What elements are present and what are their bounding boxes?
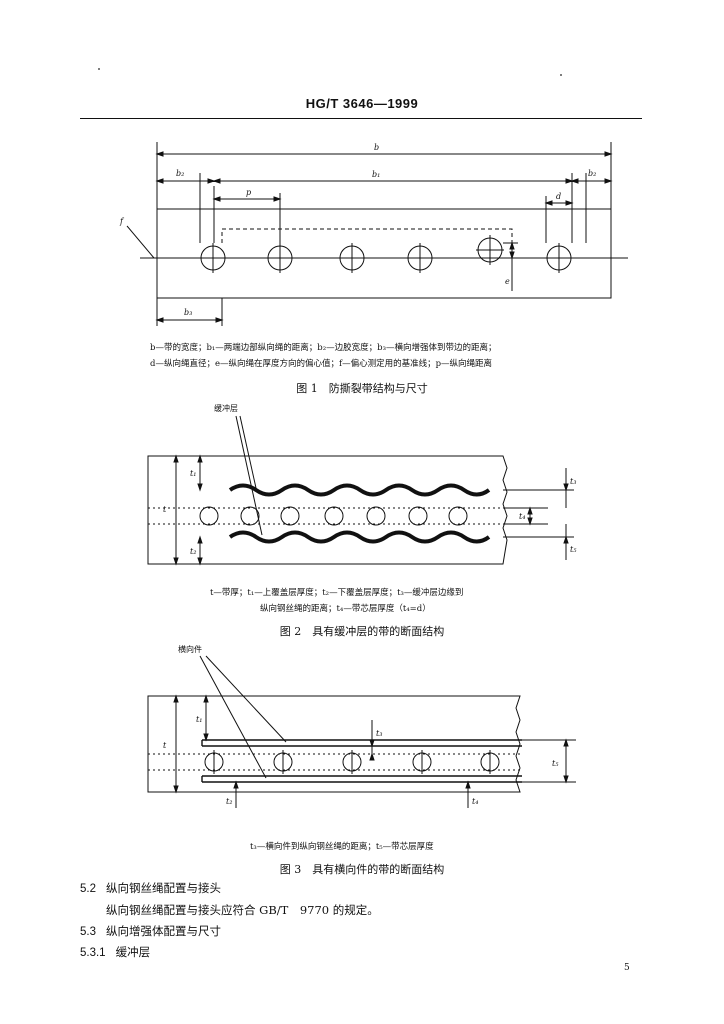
steel-cord — [324, 506, 344, 526]
label-b: b — [374, 143, 379, 152]
label-e: e — [505, 277, 510, 286]
figure-3-diagram: 横向件 t t₁ t₂ t₃ t₄ t₅ — [147, 644, 576, 808]
steel-cord — [280, 506, 300, 526]
label-t3: t₃ — [570, 477, 576, 486]
belt-section-outline — [147, 695, 521, 793]
lower-transverse-member — [201, 775, 522, 783]
document-header: HG/T 3646—1999 — [305, 96, 419, 111]
page-number: 5 — [624, 963, 630, 973]
arrow — [155, 151, 613, 157]
label-b1: b₁ — [372, 170, 380, 179]
figure-2-diagram: 缓冲层 t t₁ t₂ t₃ t₄ t₅ — [147, 403, 577, 566]
lower-buffer-layer — [228, 530, 491, 544]
arrow — [509, 241, 515, 260]
upper-buffer-layer — [228, 483, 491, 497]
arrow — [155, 317, 224, 323]
label-b3: b₃ — [184, 308, 192, 317]
label-t3: t₃ — [376, 729, 382, 738]
figure-1-caption: 图 1 防撕裂带结构与尺寸 — [296, 382, 428, 395]
label-t5: t₅ — [570, 545, 577, 554]
callout-buffer-layer: 缓冲层 — [214, 403, 238, 413]
label-t5: t₅ — [552, 759, 559, 768]
label-t: t — [163, 505, 167, 514]
scan-speck — [98, 68, 100, 70]
scan-speck — [560, 74, 562, 76]
label-b2-right: b₂ — [588, 169, 596, 178]
callout-leader — [235, 415, 263, 536]
figure-3-caption: 图 3 具有横向件的带的断面结构 — [279, 863, 445, 876]
label-t2: t₂ — [190, 547, 196, 556]
label-t4: t₄ — [519, 512, 525, 521]
steel-cord — [199, 506, 219, 526]
figure-2-legend-line-1: t—带厚；t₁—上覆盖层厚度；t₂—下覆盖层厚度；t₃—缓冲层边缘到 — [210, 588, 464, 598]
label-t: t — [163, 741, 167, 750]
arrow — [155, 178, 613, 184]
steel-cord — [408, 506, 428, 526]
figure-3-legend-line-1: t₃—横向件到纵向钢丝绳的距离；t₅—带芯层厚度 — [250, 842, 434, 852]
upper-transverse-member — [201, 739, 522, 747]
belt-section-outline — [147, 455, 508, 565]
figure-2-caption: 图 2 具有缓冲层的带的断面结构 — [279, 625, 445, 638]
arrow — [544, 200, 574, 206]
label-f: f — [119, 217, 125, 226]
steel-cord — [366, 506, 386, 526]
section-5-2-body: 纵向钢丝绳配置与接头应符合 GB/T 9770 的规定。 — [106, 903, 379, 917]
callout-transverse-member: 横向件 — [178, 644, 202, 654]
label-t2: t₂ — [226, 797, 232, 806]
steel-cord — [240, 506, 260, 526]
label-t1: t₁ — [190, 469, 196, 478]
callout-leader — [239, 415, 257, 489]
figure-1-legend-line-1: b—带的宽度；b₁—两端边部纵向绳的距离；b₂—边胶宽度；b₃—横向增强体到带边… — [150, 343, 497, 353]
label-t4: t₄ — [472, 797, 478, 806]
figure-2-legend-line-2: 纵向钢丝绳的距离；t₄—带芯层厚度（t₄=d） — [260, 604, 431, 614]
leader-line-f — [126, 225, 155, 259]
reference-dashed-line — [221, 228, 513, 243]
callout-leader — [205, 655, 287, 743]
steel-cord — [448, 506, 468, 526]
arrow — [212, 196, 282, 202]
label-p: p — [246, 188, 251, 197]
header-rule — [80, 118, 642, 119]
label-d: d — [556, 192, 561, 201]
callout-leader — [199, 655, 267, 779]
label-t1: t₁ — [196, 715, 202, 724]
figure-1-diagram: b b₂ b₁ b₂ p d f e b₃ — [119, 142, 628, 326]
label-b2-left: b₂ — [176, 169, 184, 178]
figure-1-legend-line-2: d—纵向绳直径；e—纵向绳在厚度方向的偏心值；f—偏心测定用的基准线；p—纵向绳… — [150, 359, 493, 369]
